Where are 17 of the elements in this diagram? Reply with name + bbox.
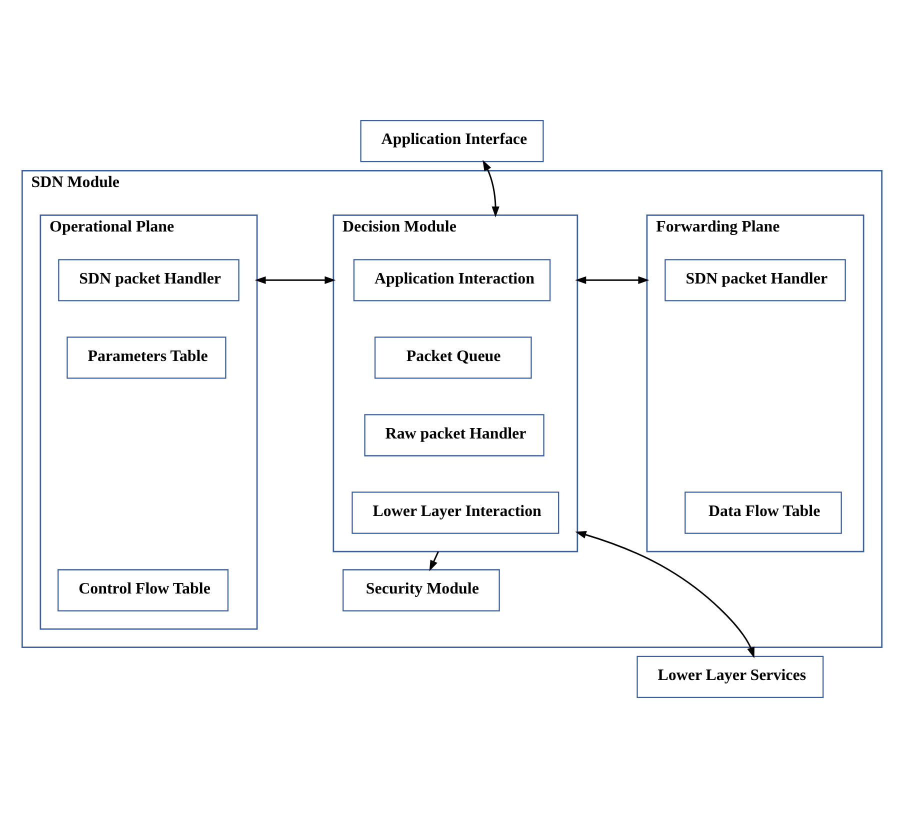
arrow [575, 531, 754, 658]
arrow [482, 160, 500, 218]
node-box: Packet Queue [374, 336, 532, 379]
node-box: Data Flow Table [684, 492, 842, 534]
node-box: Raw packet Handler [364, 414, 544, 456]
node-box: Security Module [342, 569, 500, 612]
node-box: Application Interface [360, 120, 544, 162]
node-box: Lower Layer Services [636, 656, 824, 698]
node-box: Parameters Table [66, 336, 226, 379]
node-box: Lower Layer Interaction [352, 492, 560, 534]
node-box: SDN packet Handler [58, 259, 240, 302]
node-box: Control Flow Table [58, 569, 229, 612]
arrow [254, 276, 336, 284]
node-box: Application Interaction [353, 259, 551, 302]
arrow [575, 276, 650, 284]
node-box: SDN packet Handler [664, 259, 846, 302]
arrow [429, 551, 439, 572]
